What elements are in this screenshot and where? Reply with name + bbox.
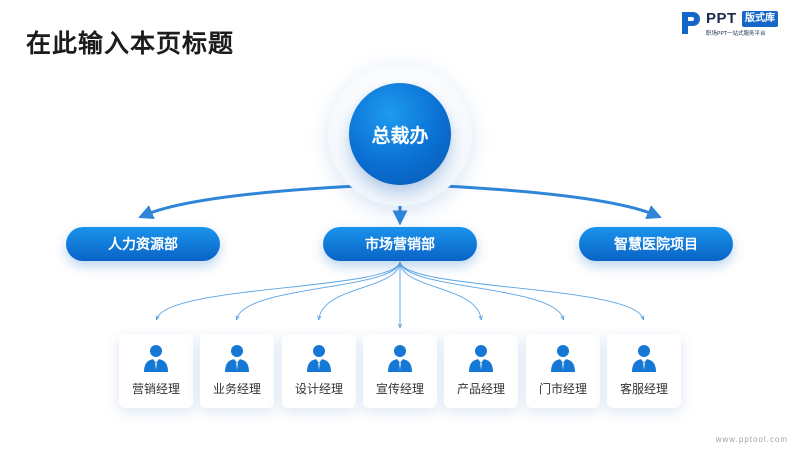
- connector-mgr-3: [319, 261, 401, 318]
- manager-label: 业务经理: [212, 382, 261, 396]
- dept-node-marketing: 市场营销部: [323, 227, 477, 261]
- manager-label: 产品经理: [456, 382, 505, 396]
- person-icon: [387, 344, 413, 372]
- person-icon: [550, 344, 576, 372]
- manager-card: 客服经理: [607, 334, 681, 408]
- person-icon: [224, 344, 250, 372]
- manager-card: 设计经理: [282, 334, 356, 408]
- connector-mgr-6: [399, 261, 563, 318]
- manager-card: 业务经理: [200, 334, 274, 408]
- manager-card: 门市经理: [526, 334, 600, 408]
- person-icon: [468, 344, 494, 372]
- logo-tagline: 职场PPT一站式服务平台: [706, 31, 766, 37]
- person-icon: [631, 344, 657, 372]
- dept-node-hr: 人力资源部: [66, 227, 220, 261]
- root-node: 总裁办: [349, 83, 451, 185]
- logo-brand: PPT: [706, 10, 737, 27]
- connector-mgr-7: [399, 261, 643, 318]
- manager-label: 设计经理: [294, 382, 343, 396]
- page-title: 在此输入本页标题: [26, 29, 235, 58]
- manager-label: 门市经理: [538, 382, 587, 396]
- manager-card: 产品经理: [444, 334, 518, 408]
- connector-mgr-5: [399, 261, 481, 318]
- manager-label: 营销经理: [131, 382, 180, 396]
- manager-label: 宣传经理: [375, 382, 424, 396]
- logo: PPT 版式库 职场PPT一站式服务平台: [680, 10, 792, 40]
- connector-mgr-1: [157, 261, 401, 318]
- person-icon: [306, 344, 332, 372]
- person-icon: [143, 344, 169, 372]
- dept-node-smart-hospital: 智慧医院项目: [579, 227, 733, 261]
- connector-mgr-2: [237, 261, 401, 318]
- logo-icon: [682, 12, 700, 34]
- watermark: www.pptool.com: [715, 435, 788, 444]
- manager-card: 营销经理: [119, 334, 193, 408]
- manager-card: 宣传经理: [363, 334, 437, 408]
- manager-label: 客服经理: [619, 382, 668, 396]
- logo-badge: 版式库: [742, 11, 778, 27]
